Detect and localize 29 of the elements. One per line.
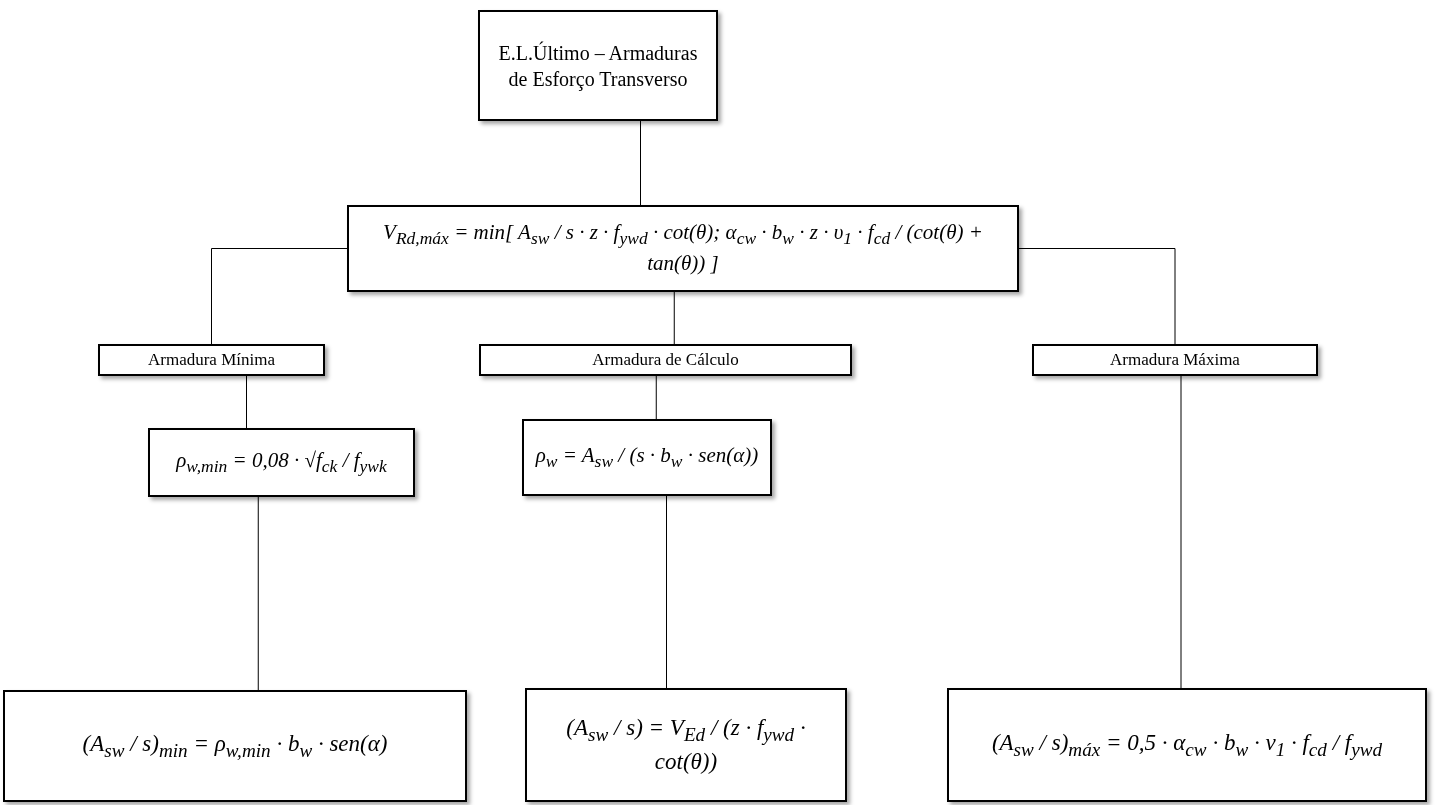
box-label: E.L.Último – Armaduras de Esforço Transverso (497, 40, 699, 92)
formula-text: ρ$_{w}$ = A$_{sw}$ / (s · b$_{w}$ · sen(α)) (535, 442, 759, 473)
connector-line (211, 248, 348, 345)
formula-box (525, 688, 847, 802)
formula-text: ρ$_{w,min}$ = 0,08 · √f$_{ck}$ / f$_{ywk}$ (176, 447, 387, 478)
box-label: Armadura Mínima (148, 348, 275, 371)
connector-line (655, 375, 657, 420)
connector-line (673, 291, 675, 345)
formula-text: (A$_{sw}$ / s)$_{máx}$ = 0,5 · α$_{cw}$ · b$_{w}$ · ν$_{1}$ · f$_{cd}$ / f$_{ywd}$ (991, 728, 1383, 762)
formula-box (522, 419, 772, 496)
connector-line (1180, 375, 1182, 689)
title-box (98, 344, 325, 376)
formula-text: (A$_{sw}$ / s) = V$_{Ed}$ / (z · f$_{ywd}$ · cot(θ)) (565, 713, 807, 777)
box-label: Armadura de Cálculo (592, 348, 739, 371)
formula-box (3, 690, 467, 802)
connector-line (666, 495, 667, 689)
formula-box (947, 688, 1427, 802)
formula-text: (A$_{sw}$ / s)$_{min}$ = ρ$_{w,min}$ · b$_{w}$ · sen(α) (82, 729, 388, 763)
title-box (479, 344, 852, 376)
box-label: Armadura Máxima (1110, 348, 1240, 371)
connector-line (246, 375, 247, 429)
connector-line (1018, 248, 1176, 345)
connector-line (257, 496, 259, 691)
formula-box (148, 428, 415, 497)
title-box (478, 10, 718, 121)
formula-box (347, 205, 1019, 292)
title-box (1032, 344, 1318, 376)
connector-line (640, 120, 641, 206)
formula-text: V$_{Rd,máx}$ = min[ A$_{sw}$ / s · z · f$_{ywd}$ · cot(θ); α$_{cw}$ · b$_{w}$ · z · υ$_{1}$ · f$_{cd}$ / (cot(θ) + tan(θ)) ] (382, 219, 984, 278)
